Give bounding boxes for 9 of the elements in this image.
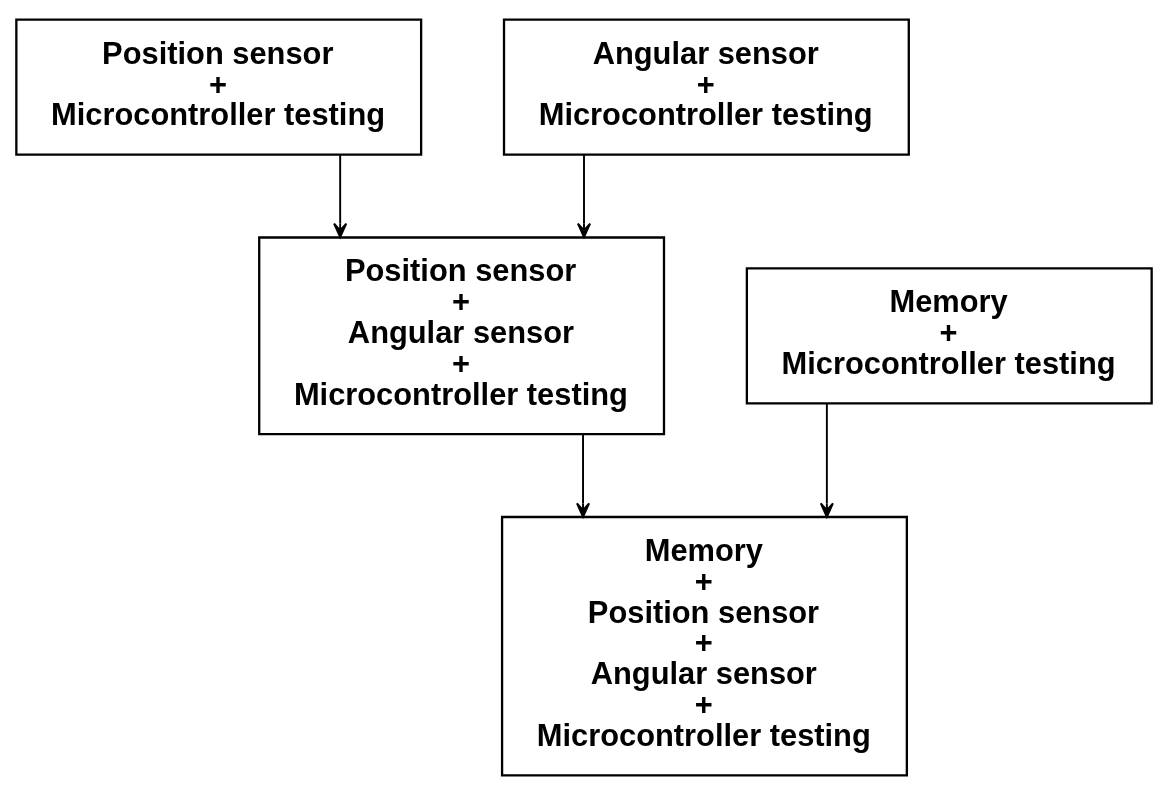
arrow: [576, 433, 591, 518]
arrow: [819, 402, 834, 518]
node-box: Position sensor + Microcontroller testing: [15, 18, 423, 156]
arrow: [333, 154, 348, 239]
arrow: [576, 154, 592, 239]
node-box: Memory + Microcontroller testing: [745, 267, 1153, 405]
node-box: Memory + Position sensor + Angular sensor + Microcontroller testing: [500, 515, 908, 777]
node-box: Position sensor + Angular sensor + Microcontroller testing: [258, 236, 666, 436]
node-box: Angular sensor + Microcontroller testing: [502, 18, 910, 156]
